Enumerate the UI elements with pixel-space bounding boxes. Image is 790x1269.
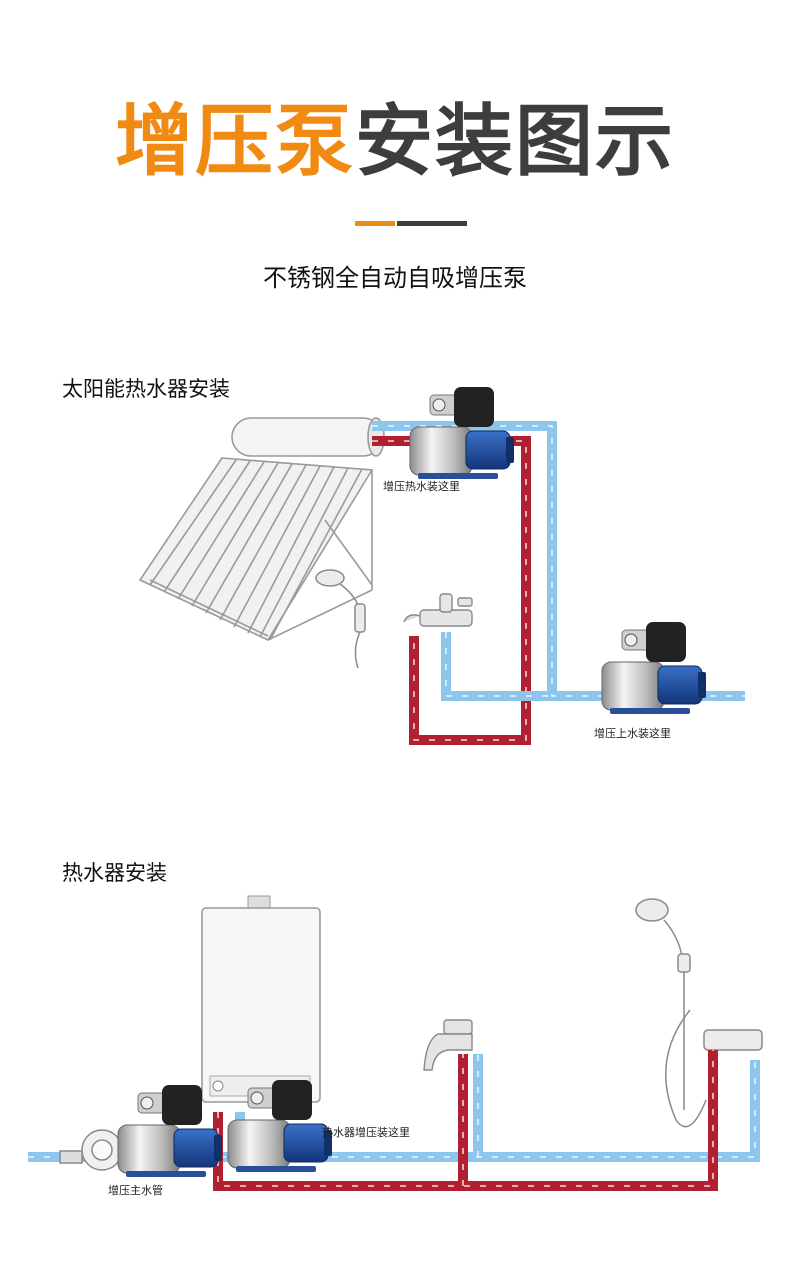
faucet-icon — [403, 593, 473, 627]
water-meter-icon — [59, 1129, 123, 1171]
tap-icon — [423, 1019, 473, 1071]
callout-main-pump: 增压主水管 — [108, 1184, 163, 1197]
title-underline-orange — [355, 221, 395, 226]
booster-pump-cold-icon — [601, 621, 707, 715]
solar-water-heater-icon — [138, 417, 385, 642]
shower-head-icon — [315, 569, 366, 669]
shower-set-icon — [635, 898, 763, 1128]
page-title: 增压泵安装图示 — [0, 92, 790, 192]
title-rest: 安装图示 — [355, 97, 676, 187]
booster-pump-hot-icon — [409, 386, 515, 480]
water-heater-icon — [201, 895, 321, 1103]
callout-heater-pump: 热水器增压装这里 — [322, 1126, 410, 1139]
page-subtitle: 不锈钢全自动自吸增压泵 — [263, 264, 527, 292]
callout-hot-pump: 增压热水装这里 — [383, 480, 460, 493]
section-label-solar: 太阳能热水器安装 — [62, 377, 230, 401]
section-label-heater: 热水器安装 — [62, 861, 167, 885]
title-underline-dark — [397, 221, 467, 226]
callout-cold-pump: 增压上水装这里 — [594, 727, 671, 740]
title-highlight: 增压泵 — [114, 97, 355, 187]
